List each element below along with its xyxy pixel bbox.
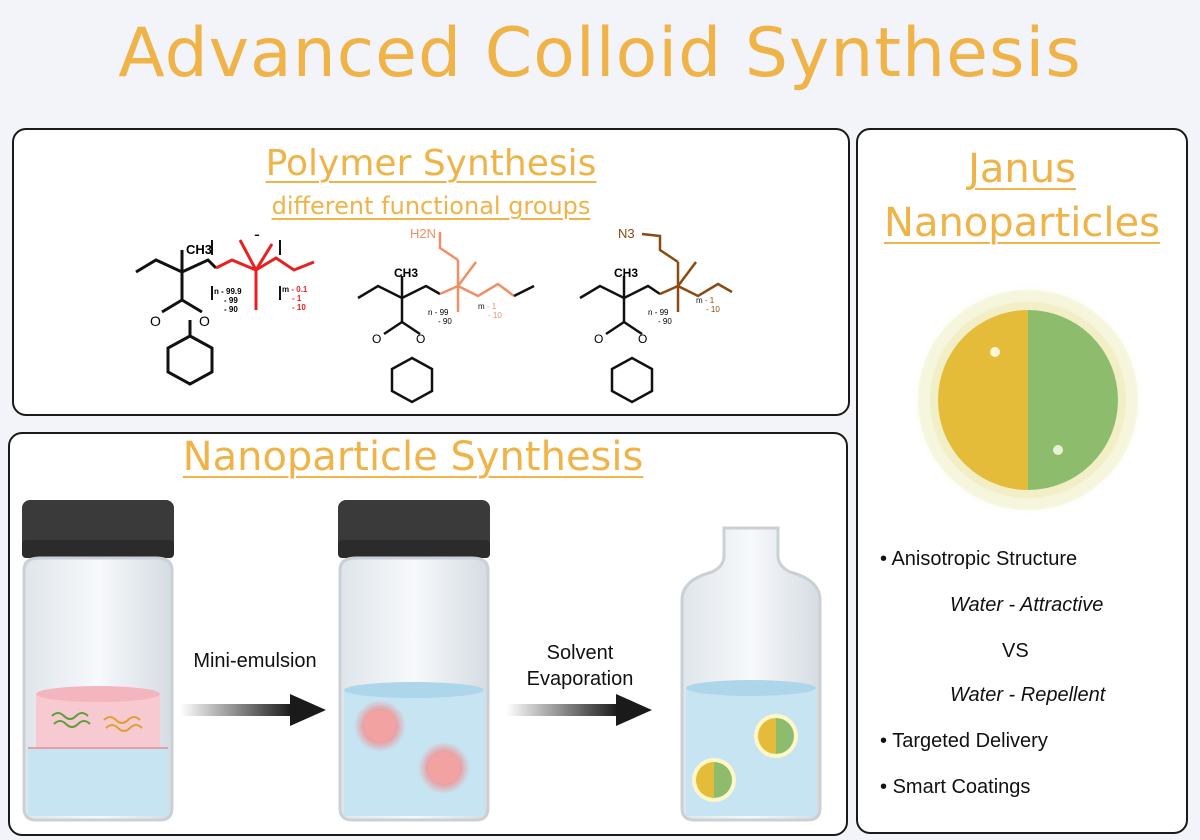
struct1-ch3: CH3 [186, 242, 213, 257]
n-label: n [214, 287, 219, 296]
struct2-n: n - 99 - 90 [428, 308, 452, 326]
vial-icon [680, 526, 822, 822]
m-value: - 1 [486, 302, 497, 311]
bullet-anisotropic: • Anisotropic Structure [880, 548, 1077, 571]
bullet-text: Smart Coatings [892, 776, 1031, 798]
m-label: m [478, 302, 485, 311]
polymer-structure-3 [579, 232, 733, 404]
step-miniemulsion-label: Mini-emulsion [193, 650, 317, 672]
struct3-n: n - 99 - 90 [648, 308, 672, 326]
bullet-targeted: • Targeted Delivery [880, 730, 1048, 753]
m-value: - 0.1 [291, 285, 308, 294]
bullet-text: Anisotropic Structure [891, 548, 1078, 570]
m-label: m [696, 296, 703, 305]
polymer-subheading: different functional groups [271, 192, 591, 220]
step-evaporation-line2: Evaporation [526, 668, 634, 690]
oxygen-label: O [416, 332, 426, 346]
n-value: - 90 [438, 317, 452, 326]
m-value: - 10 [292, 303, 306, 312]
oxygen-label: O [150, 313, 161, 329]
janus-droplet [754, 714, 798, 758]
m-value: - 1 [292, 294, 302, 303]
janus-droplet [692, 758, 736, 802]
nano-heading: Nanoparticle Synthesis [182, 434, 644, 480]
oxygen-label: O [594, 332, 604, 346]
janus-heading-line1: Janus [968, 146, 1076, 192]
struct3-pendant: N3 [618, 226, 635, 241]
struct3-ch3: CH3 [614, 266, 639, 280]
bullet-dot: • [880, 548, 888, 570]
m-value: - 10 [706, 305, 720, 314]
struct1-n: n - 99.9 - 99 - 90 [214, 287, 242, 314]
n-label: n [428, 308, 433, 317]
m-value: - 1 [704, 296, 715, 305]
oxygen-label: O [199, 313, 210, 329]
n-value: - 90 [224, 305, 238, 314]
polymer-structure-2 [357, 232, 535, 404]
struct2-m: m - 1 - 10 [478, 302, 502, 320]
struct2-ch3: CH3 [394, 266, 419, 280]
n-value: - 99 [434, 308, 449, 317]
polymer-structure-1 [135, 239, 315, 386]
struct2-pendant: H2N [410, 226, 437, 241]
struct1-pendant: - [254, 224, 260, 244]
sub-water-repellent: Water - Repellent [950, 684, 1106, 706]
vial-icon [338, 500, 490, 822]
step-evaporation-line1: Solvent [546, 642, 614, 664]
step-evaporation-label: Solvent Evaporation [510, 640, 650, 692]
polymer-heading: Polymer Synthesis [265, 143, 597, 184]
n-value: - 99 [654, 308, 669, 317]
struct3-m: m - 1 - 10 [696, 296, 720, 314]
janus-heading: Janus Nanoparticles [856, 142, 1188, 250]
n-value: - 99 [224, 296, 238, 305]
oxygen-label: O [372, 332, 382, 346]
sub-water-attractive: Water - Attractive [950, 594, 1104, 616]
janus-heading-line2: Nanoparticles [884, 200, 1160, 246]
bullet-dot: • [880, 776, 888, 798]
bullet-dot: • [880, 730, 888, 752]
janus-particle-icon [912, 284, 1144, 516]
sub-vs: VS [1002, 640, 1029, 662]
m-label: m [282, 285, 290, 294]
m-value: - 10 [488, 311, 502, 320]
oxygen-label: O [638, 332, 648, 346]
n-value: - 99.9 [221, 287, 242, 296]
struct1-m: m - 0.1 - 1 - 10 [282, 285, 307, 312]
bullet-text: Targeted Delivery [892, 730, 1048, 752]
main-title: Advanced Colloid Synthesis [118, 14, 1082, 93]
bullet-smart-coatings: • Smart Coatings [880, 776, 1030, 799]
arrow-icon [180, 694, 326, 726]
arrow-icon [506, 694, 652, 726]
vial-icon [22, 500, 174, 822]
n-value: - 90 [658, 317, 672, 326]
n-label: n [648, 308, 653, 317]
